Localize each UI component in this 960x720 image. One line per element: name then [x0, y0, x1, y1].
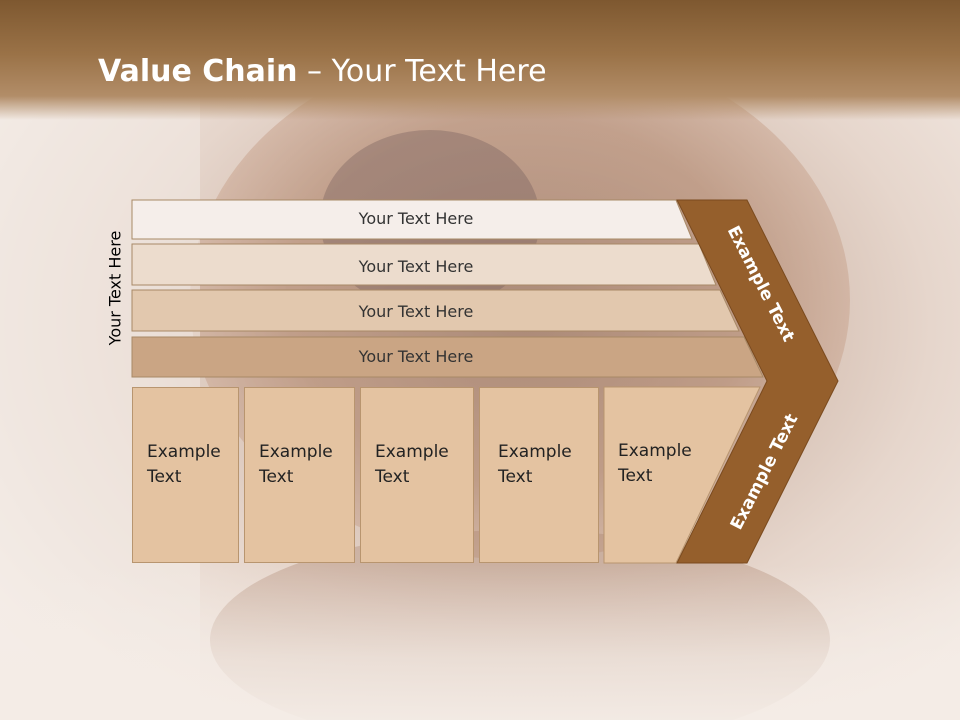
bar-label-4: Your Text Here [358, 347, 474, 366]
bar-label-3: Your Text Here [358, 302, 474, 321]
chevron-arrow [676, 199, 839, 564]
title-rest: – Your Text Here [297, 54, 547, 89]
bar-shape-4 [131, 336, 764, 378]
title-bar: Value Chain – Your Text Here [0, 0, 960, 120]
bar-label-1: Your Text Here [358, 209, 474, 228]
slide-title: Value Chain – Your Text Here [98, 54, 547, 89]
box-shape-5 [603, 386, 761, 564]
bar-shape-1 [131, 199, 693, 240]
reflection-fade [0, 565, 960, 720]
title-bold: Value Chain [98, 54, 298, 89]
bar-shape-2 [131, 243, 717, 286]
bar-shape-3 [131, 289, 740, 332]
bar-label-2: Your Text Here [358, 257, 474, 276]
